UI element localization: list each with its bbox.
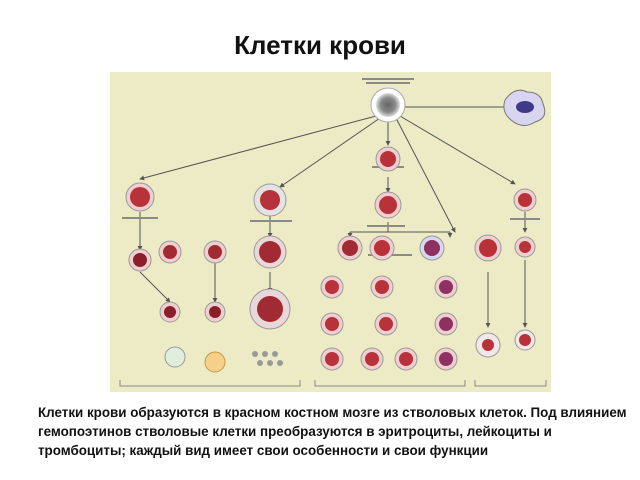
slide-title: Клетки крови bbox=[234, 30, 406, 60]
erythroid-cells bbox=[125, 182, 227, 373]
megakaryocyte-cells bbox=[249, 183, 291, 366]
lineage-arrows bbox=[137, 104, 528, 328]
bottom-brackets bbox=[119, 380, 547, 387]
macrophage-cell bbox=[503, 89, 546, 126]
lymphoid-cells bbox=[475, 188, 537, 358]
hematopoiesis-diagram bbox=[110, 72, 551, 392]
caption-text: Клетки крови образуются в красном костно… bbox=[38, 405, 627, 458]
platelets bbox=[252, 351, 283, 366]
myeloid-cells bbox=[320, 146, 502, 371]
stem-cell bbox=[370, 87, 406, 123]
